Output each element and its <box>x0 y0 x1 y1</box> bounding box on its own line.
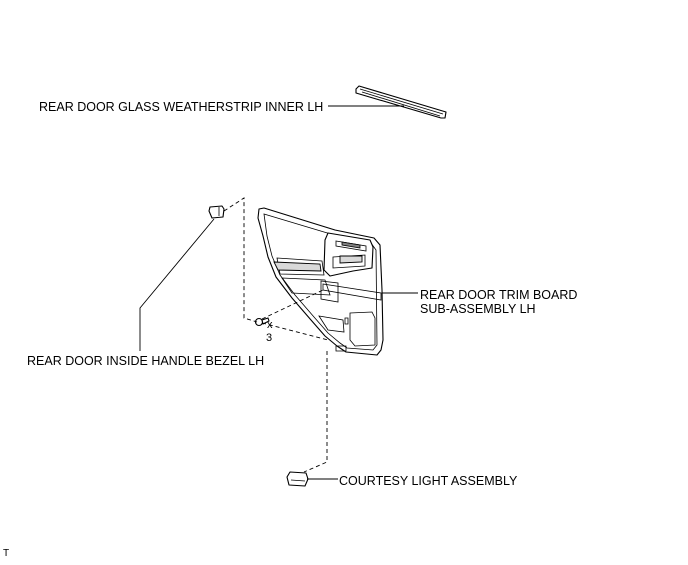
handle-bezel-label: REAR DOOR INSIDE HANDLE BEZEL LH <box>27 354 264 368</box>
clip-dashed-line-upper <box>261 289 324 320</box>
clip-count-label: 3 <box>266 332 272 344</box>
trim-board-part <box>257 207 384 356</box>
courtesy-light-dashed-line <box>303 351 328 473</box>
trim-board-label-line2: SUB-ASSEMBLY LH <box>420 302 536 316</box>
corner-mark: T <box>3 548 9 559</box>
bezel-dashed-line <box>223 197 258 323</box>
clip-part <box>254 317 270 327</box>
weatherstrip-label: REAR DOOR GLASS WEATHERSTRIP INNER LH <box>39 100 323 114</box>
courtesy-light-part <box>286 471 309 487</box>
handle-bezel-leader <box>139 218 215 351</box>
courtesy-light-label: COURTESY LIGHT ASSEMBLY <box>339 474 518 488</box>
clip-dashed-line-lower <box>261 322 329 341</box>
trim-board-label-line1: REAR DOOR TRIM BOARD <box>420 288 577 302</box>
weatherstrip-part <box>355 85 447 119</box>
handle-bezel-part <box>208 205 225 219</box>
